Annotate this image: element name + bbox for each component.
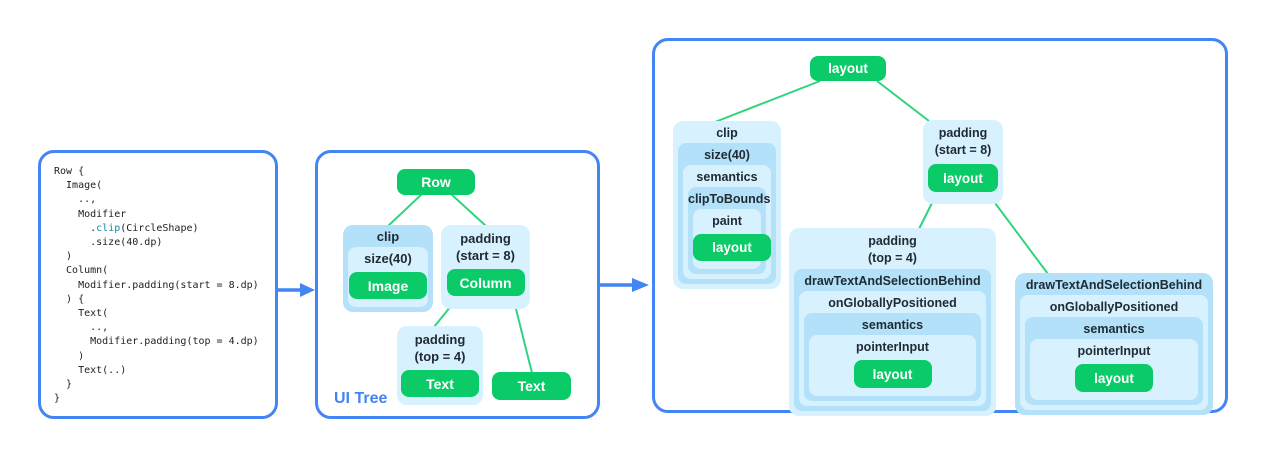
code-before: Row { Image( .., Modifier . <box>54 166 127 234</box>
padding-start-label: padding (start = 8) <box>456 231 515 263</box>
ui-tree-padding-top-box: padding (top = 4) Text <box>397 326 483 405</box>
pointer-input-box: pointerInput layout <box>809 335 976 396</box>
padding-start-label: padding (start = 8) <box>934 126 992 157</box>
draw-text-label: drawTextAndSelectionBehind <box>1025 278 1203 292</box>
node-tree-root-layout: layout <box>810 56 886 81</box>
clip-modifier-stack: clip size(40) semantics clipToBounds pai… <box>673 121 781 289</box>
padding-start-stack: padding (start = 8) layout <box>923 120 1003 204</box>
padding-top-text-stack: padding (top = 4) drawTextAndSelectionBe… <box>789 228 996 416</box>
arrow-right-icon <box>599 278 649 292</box>
ui-tree-node-row: Row <box>397 169 475 195</box>
padding-top-label: padding (top = 4) <box>414 332 466 364</box>
layout-node: layout <box>1075 364 1153 392</box>
pointer-input-box: pointerInput layout <box>1030 339 1198 400</box>
clip-label: clip <box>716 126 738 140</box>
semantics-label: semantics <box>696 170 758 184</box>
layout-node: layout <box>928 164 998 192</box>
pointer-input-label: pointerInput <box>856 340 929 354</box>
ui-tree-panel: Row clip size(40) Image padding (start =… <box>315 150 600 419</box>
semantics-label: semantics <box>861 318 924 332</box>
size-label: size(40) <box>704 148 750 162</box>
node-tree-panel: layout clip size(40) semantics clipToBou… <box>652 38 1228 416</box>
on-globally-positioned-box: onGloballyPositioned semantics pointerIn… <box>799 291 986 406</box>
on-globally-positioned-label: onGloballyPositioned <box>828 296 957 310</box>
on-globally-positioned-label: onGloballyPositioned <box>1049 300 1179 314</box>
padding-top-label: padding (top = 4) <box>868 234 917 265</box>
clip-label: clip <box>376 229 400 244</box>
code-highlight-clip: clip <box>96 222 121 234</box>
ui-tree-node-text-1: Text <box>401 370 479 397</box>
size-box: size(40) Image <box>348 247 428 307</box>
text-2-stack: drawTextAndSelectionBehind onGloballyPos… <box>1015 273 1213 415</box>
on-globally-positioned-box: onGloballyPositioned semantics pointerIn… <box>1020 295 1208 410</box>
paint-label: paint <box>712 214 742 228</box>
ui-tree-caption: UI Tree <box>334 390 388 407</box>
ui-tree-clip-box: clip size(40) Image <box>343 225 433 312</box>
layout-node: layout <box>853 360 932 388</box>
paint-box: paint layout <box>693 209 771 269</box>
semantics-box: semantics clipToBounds paint layout <box>683 165 771 279</box>
clip-to-bounds-box: clipToBounds paint layout <box>688 187 771 274</box>
pointer-input-label: pointerInput <box>1077 344 1151 358</box>
layout-node: layout <box>693 234 771 261</box>
code-panel: Row { Image( .., Modifier .clip(CircleSh… <box>38 150 278 419</box>
ui-tree-node-text-2: Text <box>492 372 571 400</box>
clip-to-bounds-label: clipToBounds <box>688 192 771 206</box>
code-snippet: Row { Image( .., Modifier .clip(CircleSh… <box>41 153 275 406</box>
draw-text-box: drawTextAndSelectionBehind onGloballyPos… <box>794 269 991 411</box>
semantics-box: semantics pointerInput layout <box>804 313 981 401</box>
ui-tree-node-column: Column <box>446 269 525 296</box>
semantics-box: semantics pointerInput layout <box>1025 317 1203 405</box>
code-after: (CircleShape) .size(40.dp) ) Column( Mod… <box>54 222 259 405</box>
ui-tree-node-image: Image <box>349 272 427 299</box>
semantics-label: semantics <box>1083 322 1145 336</box>
arrow-right-icon <box>276 283 315 297</box>
draw-text-label: drawTextAndSelectionBehind <box>804 274 981 288</box>
ui-tree-padding-start-box: padding (start = 8) Column <box>441 225 530 309</box>
size-box: size(40) semantics clipToBounds paint la… <box>678 143 776 284</box>
size-label: size(40) <box>364 251 412 266</box>
